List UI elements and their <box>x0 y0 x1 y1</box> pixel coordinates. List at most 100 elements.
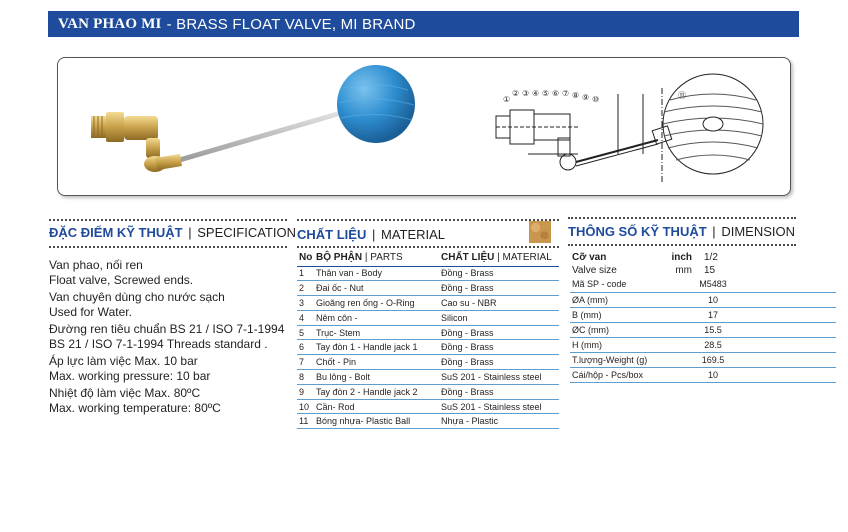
size-value-inch: 1/2 <box>704 252 718 263</box>
dimension-empty-cell <box>730 307 762 323</box>
part-material: Đồng - Brass <box>441 339 559 356</box>
material-table-header: No BỘ PHẬN | PARTS CHẤT LIỆU | MATERIAL <box>297 250 559 267</box>
diagram-label-11: ⑪ <box>678 91 686 100</box>
dimension-size-row-inch: Cỡ van inch 1/2 <box>570 251 836 264</box>
part-material: Nhựa - Plastic <box>441 413 559 430</box>
dimension-empty-cell <box>730 292 762 308</box>
part-material: Đồng - Brass <box>441 354 559 371</box>
dimension-empty-cell <box>730 367 762 383</box>
technical-drawing <box>495 73 764 182</box>
dimension-empty-cell <box>800 352 836 368</box>
title-vn: VAN PHAO MI <box>58 15 162 32</box>
diagram-label-6: ⑥ <box>552 89 559 98</box>
part-material: Silicon <box>441 310 559 326</box>
col-material-vn: CHẤT LIỆU <box>441 252 495 264</box>
diagram-label-1: ① <box>503 95 510 104</box>
dimension-value: 169.5 <box>696 352 730 368</box>
product-image-panel: ① ② ③ ④ ⑤ ⑥ ⑦ ⑧ ⑨ ⑩ ⑪ <box>57 57 791 196</box>
part-material: SuS 201 - Stainless steel <box>441 399 559 415</box>
dimension-value: 10 <box>696 367 730 383</box>
part-material: Cao su - NBR <box>441 295 559 311</box>
part-material: SuS 201 - Stainless steel <box>441 369 559 385</box>
part-name: Đai ốc - Nut <box>316 280 441 297</box>
dimension-value: M5483 <box>696 277 730 293</box>
valve-size-en: Valve size <box>572 265 617 276</box>
part-no: 10 <box>297 399 316 415</box>
material-dotted-rule-bottom <box>297 246 559 248</box>
part-material: Đồng - Brass <box>441 280 559 297</box>
material-heading: CHẤT LIỆU | MATERIAL <box>297 227 446 242</box>
col-material-en: | MATERIAL <box>497 252 552 264</box>
spec-line: Đường ren tiêu chuẩn BS 21 / ISO 7-1-199… <box>49 322 285 336</box>
dimension-label: ØA (mm) <box>570 292 696 308</box>
part-name: Trục- Stem <box>316 325 441 341</box>
spec-line: Max. working pressure: 10 bar <box>49 369 211 383</box>
diagram-label-5: ⑤ <box>542 89 549 98</box>
part-no: 3 <box>297 295 316 311</box>
dimension-dotted-rule-top <box>568 217 796 219</box>
dimension-value: 28.5 <box>696 337 730 353</box>
col-parts-en: | PARTS <box>364 252 403 264</box>
part-material: Đồng - Brass <box>441 266 559 282</box>
part-name: Gioăng ren ống - O-Ring <box>316 295 441 311</box>
spec-dotted-rule-bottom <box>49 246 287 248</box>
dimension-row: B (mm)17 <box>570 307 836 323</box>
spec-line: Áp lực làm việc Max. 10 bar <box>49 354 198 368</box>
dimension-empty-cell <box>762 352 800 368</box>
spec-line: Nhiệt độ làm việc Max. 80ºC <box>49 386 201 400</box>
part-name: Chốt - Pin <box>316 354 441 371</box>
product-illustration: ① ② ③ ④ ⑤ ⑥ ⑦ ⑧ ⑨ ⑩ ⑪ <box>91 65 764 182</box>
size-unit-inch: inch <box>671 252 692 263</box>
part-name: Tay đòn 2 - Handle jack 2 <box>316 384 441 400</box>
material-table: No BỘ PHẬN | PARTS CHẤT LIỆU | MATERIAL … <box>297 250 559 430</box>
dimension-empty-cell <box>800 292 836 308</box>
spec-line: Max. working temperature: 80ºC <box>49 401 221 415</box>
part-name: Bóng nhựa- Plastic Ball <box>316 413 441 430</box>
dimension-row: ØA (mm)10 <box>570 292 836 308</box>
brass-material-swatch <box>529 221 551 243</box>
dimension-label: T.lượng-Weight (g) <box>570 352 696 368</box>
part-name: Cần- Rod <box>316 399 441 415</box>
diagram-label-10: ⑩ <box>592 95 599 104</box>
dimension-empty-cell <box>730 277 762 293</box>
part-no: 11 <box>297 413 316 430</box>
diagram-label-7: ⑦ <box>562 89 569 98</box>
spec-text: Van phao, nối ren Float valve, Screwed e… <box>49 258 294 416</box>
dimension-empty-cell <box>762 307 800 323</box>
part-name: Thân van - Body <box>316 266 441 282</box>
dimension-empty-cell <box>800 322 836 338</box>
dimension-empty-cell <box>730 337 762 353</box>
dimension-value: 17 <box>696 307 730 323</box>
dimension-empty-cell <box>800 307 836 323</box>
dimension-table: Cỡ van inch 1/2 Valve size mm 15 Mã SP -… <box>570 251 836 383</box>
title-en: - BRASS FLOAT VALVE, MI BRAND <box>166 15 416 33</box>
spec-dotted-rule-top <box>49 219 287 221</box>
part-no: 9 <box>297 384 316 400</box>
dimension-label: B (mm) <box>570 307 696 323</box>
dimension-empty-cell <box>730 322 762 338</box>
dimension-dotted-rule-bottom <box>568 244 796 246</box>
spec-heading: ĐẶC ĐIỂM KỸ THUẬT | SPECIFICATION <box>49 225 296 240</box>
dimension-size-row-mm: Valve size mm 15 <box>570 264 836 277</box>
dimension-label: Mã SP - code <box>570 277 696 293</box>
part-no: 8 <box>297 369 316 385</box>
diagram-label-2: ② <box>512 89 519 98</box>
dimension-empty-cell <box>800 337 836 353</box>
dimension-row: ØC (mm)15.5 <box>570 322 836 338</box>
col-no: No <box>299 252 313 264</box>
part-material: Đồng - Brass <box>441 384 559 400</box>
valve-size-vn: Cỡ van <box>572 252 607 263</box>
spec-line: Used for Water. <box>49 305 132 319</box>
dimension-label: H (mm) <box>570 337 696 353</box>
part-name: Bu lông - Bolt <box>316 369 441 385</box>
diagram-labels: ① ② ③ ④ ⑤ ⑥ ⑦ ⑧ ⑨ ⑩ ⑪ <box>503 89 686 104</box>
